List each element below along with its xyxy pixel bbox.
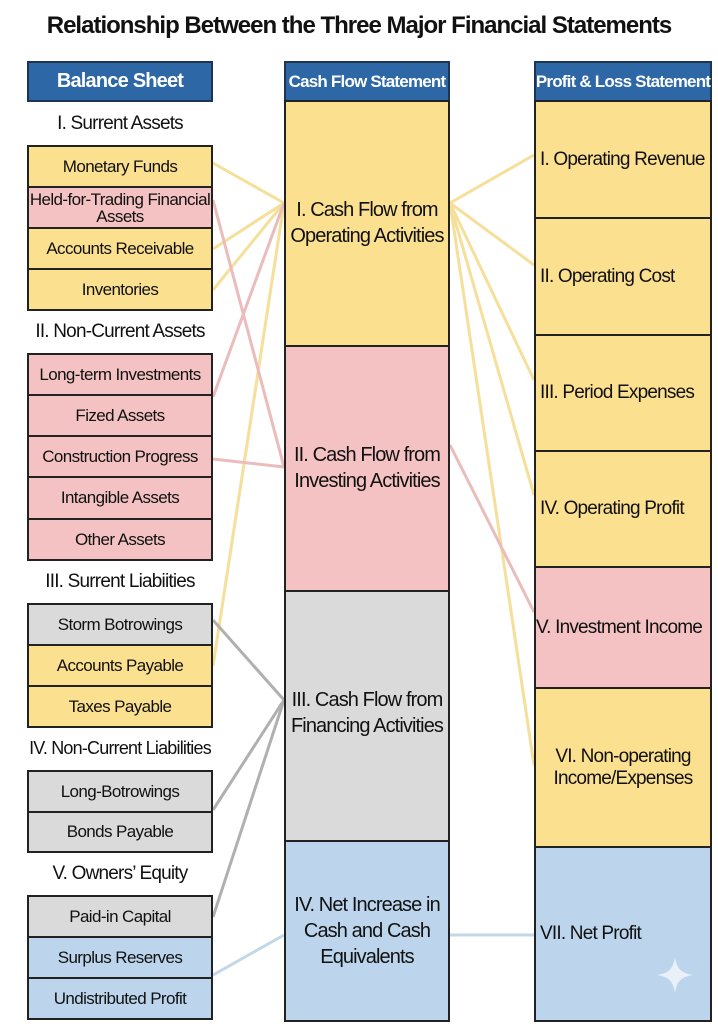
link-period-expenses <box>448 202 536 381</box>
section-heading: II. Non-Current Assets <box>35 321 205 342</box>
profit-loss-column: I. Operating Revenue II. Operating Cost … <box>534 100 712 1022</box>
pl-net-profit: VII. Net Profit <box>534 846 712 1022</box>
cf-financing: III. Cash Flow from Financing Activities <box>284 590 450 842</box>
link-paid-in-capital <box>211 699 286 918</box>
item-fixed-assets: Fized Assets <box>27 394 213 437</box>
pl-operating-profit: IV. Operating Profit <box>534 450 712 568</box>
cash-flow-column: I. Cash Flow from Operating Activities I… <box>284 100 450 1022</box>
current-assets-group: Monetary Funds Held-for-Trading Financia… <box>27 145 213 311</box>
item-intangible-assets: Intangible Assets <box>27 476 213 520</box>
link-fixed-assets <box>211 202 286 398</box>
item-surplus-reserves: Surplus Reserves <box>27 936 213 979</box>
profit-loss-header: Profit & Loss Statement <box>534 61 712 102</box>
link-surplus-reserves <box>212 933 285 977</box>
pl-period-expenses: III. Period Expenses <box>534 334 712 452</box>
cf-operating: I. Cash Flow from Operating Activities <box>284 100 450 347</box>
item-paid-in-capital: Paid-in Capital <box>27 895 213 938</box>
item-bonds-payable: Bonds Payable <box>27 811 213 853</box>
link-investment-income <box>448 444 536 613</box>
link-held-for-trading <box>211 199 286 468</box>
link-inventories <box>211 202 286 291</box>
owners-equity-group: Paid-in Capital Surplus Reserves Undistr… <box>27 895 213 1020</box>
sparkle-icon <box>657 957 693 993</box>
item-held-for-trading: Held-for-Trading Financial Assets <box>27 186 213 229</box>
section-heading: I. Surrent Assets <box>57 113 184 134</box>
diagram-title: Relationship Between the Three Major Fin… <box>46 12 672 39</box>
link-operating-cost <box>449 201 535 267</box>
pl-operating-cost: II. Operating Cost <box>534 217 712 336</box>
link-monetary-funds <box>212 161 285 205</box>
item-long-borrowings: Long-Botrowings <box>27 770 213 813</box>
item-inventories: Inventories <box>27 268 213 311</box>
cf-net-increase: IV. Net Increase in Cash and Cash Equiva… <box>284 840 450 1022</box>
non-current-liabilities-group: Long-Botrowings Bonds Payable <box>27 770 213 853</box>
link-accounts-payable <box>211 202 286 667</box>
item-long-term-investments: Long-term Investments <box>27 353 213 396</box>
link-storm-borrowings <box>211 619 286 701</box>
item-accounts-payable: Accounts Payable <box>27 644 213 687</box>
current-liabilities-group: Storm Botrowings Accounts Payable Taxes … <box>27 603 213 728</box>
item-other-assets: Other Assets <box>27 518 213 561</box>
section-heading: V. Owners’ Equity <box>52 863 189 884</box>
item-monetary-funds: Monetary Funds <box>27 145 213 188</box>
cash-flow-header: Cash Flow Statement <box>284 61 450 102</box>
non-current-assets-group: Long-term Investments Fized Assets Const… <box>27 353 213 561</box>
link-construction <box>212 457 285 469</box>
balance-sheet-header: Balance Sheet <box>27 61 213 102</box>
item-construction-progress: Construction Progress <box>27 435 213 478</box>
item-taxes-payable: Taxes Payable <box>27 685 213 728</box>
item-accounts-receivable: Accounts Receivable <box>27 227 213 270</box>
link-non-operating <box>448 202 536 766</box>
cf-investing: II. Cash Flow from Investing Activities <box>284 345 450 592</box>
link-operating-revenue <box>449 153 535 205</box>
pl-investment-income: V. Investment Income <box>534 566 712 689</box>
link-long-borrowings <box>211 699 286 811</box>
section-heading: IV. Non-Current Liabilities <box>29 738 212 758</box>
item-storm-borrowings: Storm Botrowings <box>27 603 213 646</box>
pl-non-operating: VI. Non-operating Income/Expenses <box>534 687 712 848</box>
link-operating-profit <box>448 202 536 496</box>
pl-operating-revenue: I. Operating Revenue <box>534 100 712 219</box>
section-heading: III. Surrent Liabiities <box>45 571 195 592</box>
item-undistributed-profit: Undistributed Profit <box>27 977 213 1020</box>
